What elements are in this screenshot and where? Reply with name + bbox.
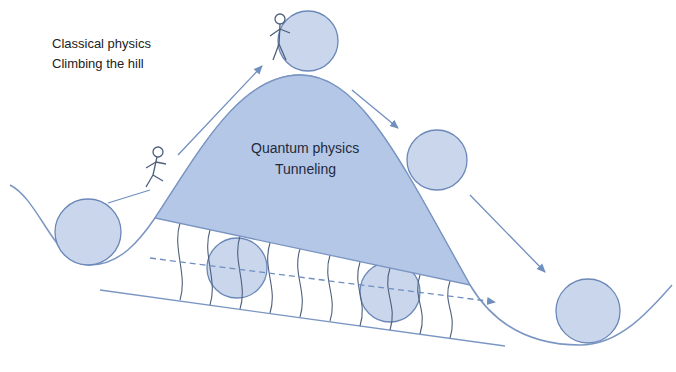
tunnel-hill: Quantum physicsTunneling: [150, 70, 475, 290]
ground-curve: [10, 75, 672, 345]
ball: [278, 11, 338, 71]
caption-label: Classical physics: [52, 36, 151, 52]
hill-text: Quantum physics: [251, 140, 359, 157]
hill-shape: [150, 70, 475, 290]
ball: [407, 130, 467, 190]
path-arrow: [108, 190, 150, 203]
path-arrow: [470, 195, 545, 272]
stick-figure: [146, 147, 166, 187]
caption-label: Climbing the hill: [52, 56, 144, 72]
hill-text: Tunneling: [275, 161, 336, 178]
ball: [55, 199, 121, 265]
tunneling-ball: [207, 238, 267, 298]
ball: [556, 279, 620, 343]
stick-figure: [270, 14, 290, 60]
